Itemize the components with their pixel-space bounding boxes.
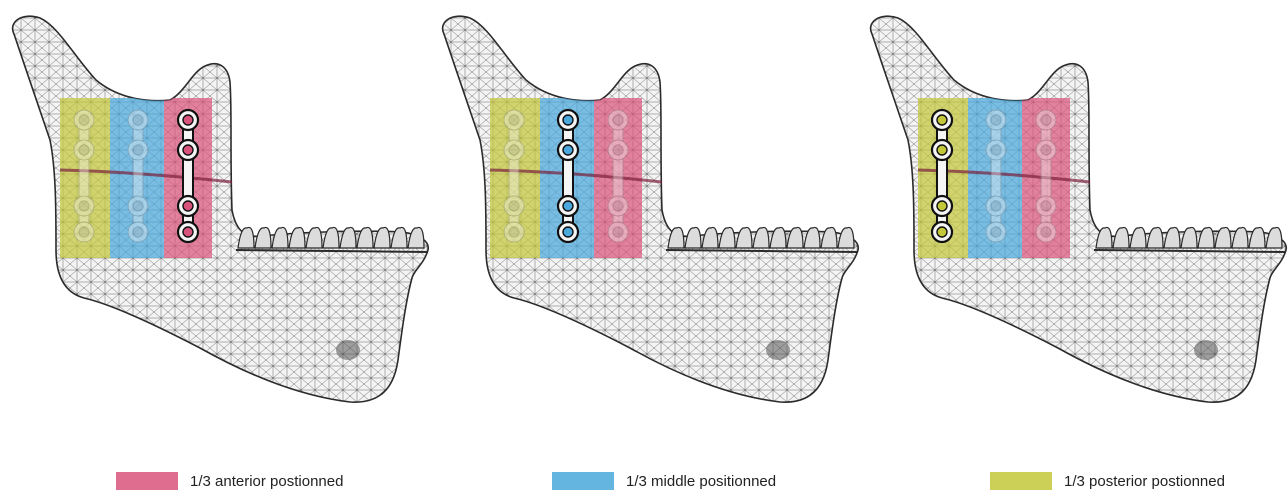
panel-anterior bbox=[0, 0, 430, 420]
teeth-row bbox=[1094, 227, 1286, 252]
teeth-row bbox=[666, 227, 858, 252]
legend-swatch-middle bbox=[552, 472, 614, 490]
mandible-mesh-middle bbox=[430, 0, 860, 420]
chin-shading bbox=[336, 340, 360, 360]
panel-posterior bbox=[858, 0, 1288, 420]
chin-shading bbox=[766, 340, 790, 360]
legend-swatch-posterior bbox=[990, 472, 1052, 490]
legend-label-posterior: 1/3 posterior postionned bbox=[1064, 473, 1225, 490]
legend-anterior: 1/3 anterior postionned bbox=[116, 472, 343, 490]
legend-middle: 1/3 middle positionned bbox=[552, 472, 776, 490]
legend-swatch-anterior bbox=[116, 472, 178, 490]
chin-shading bbox=[1194, 340, 1218, 360]
panel-middle bbox=[430, 0, 860, 420]
teeth-row bbox=[236, 227, 428, 252]
mandible-mesh-anterior bbox=[0, 0, 430, 420]
legend-posterior: 1/3 posterior postionned bbox=[990, 472, 1225, 490]
mandible-mesh-posterior bbox=[858, 0, 1288, 420]
legend-label-anterior: 1/3 anterior postionned bbox=[190, 473, 343, 490]
legend-label-middle: 1/3 middle positionned bbox=[626, 473, 776, 490]
